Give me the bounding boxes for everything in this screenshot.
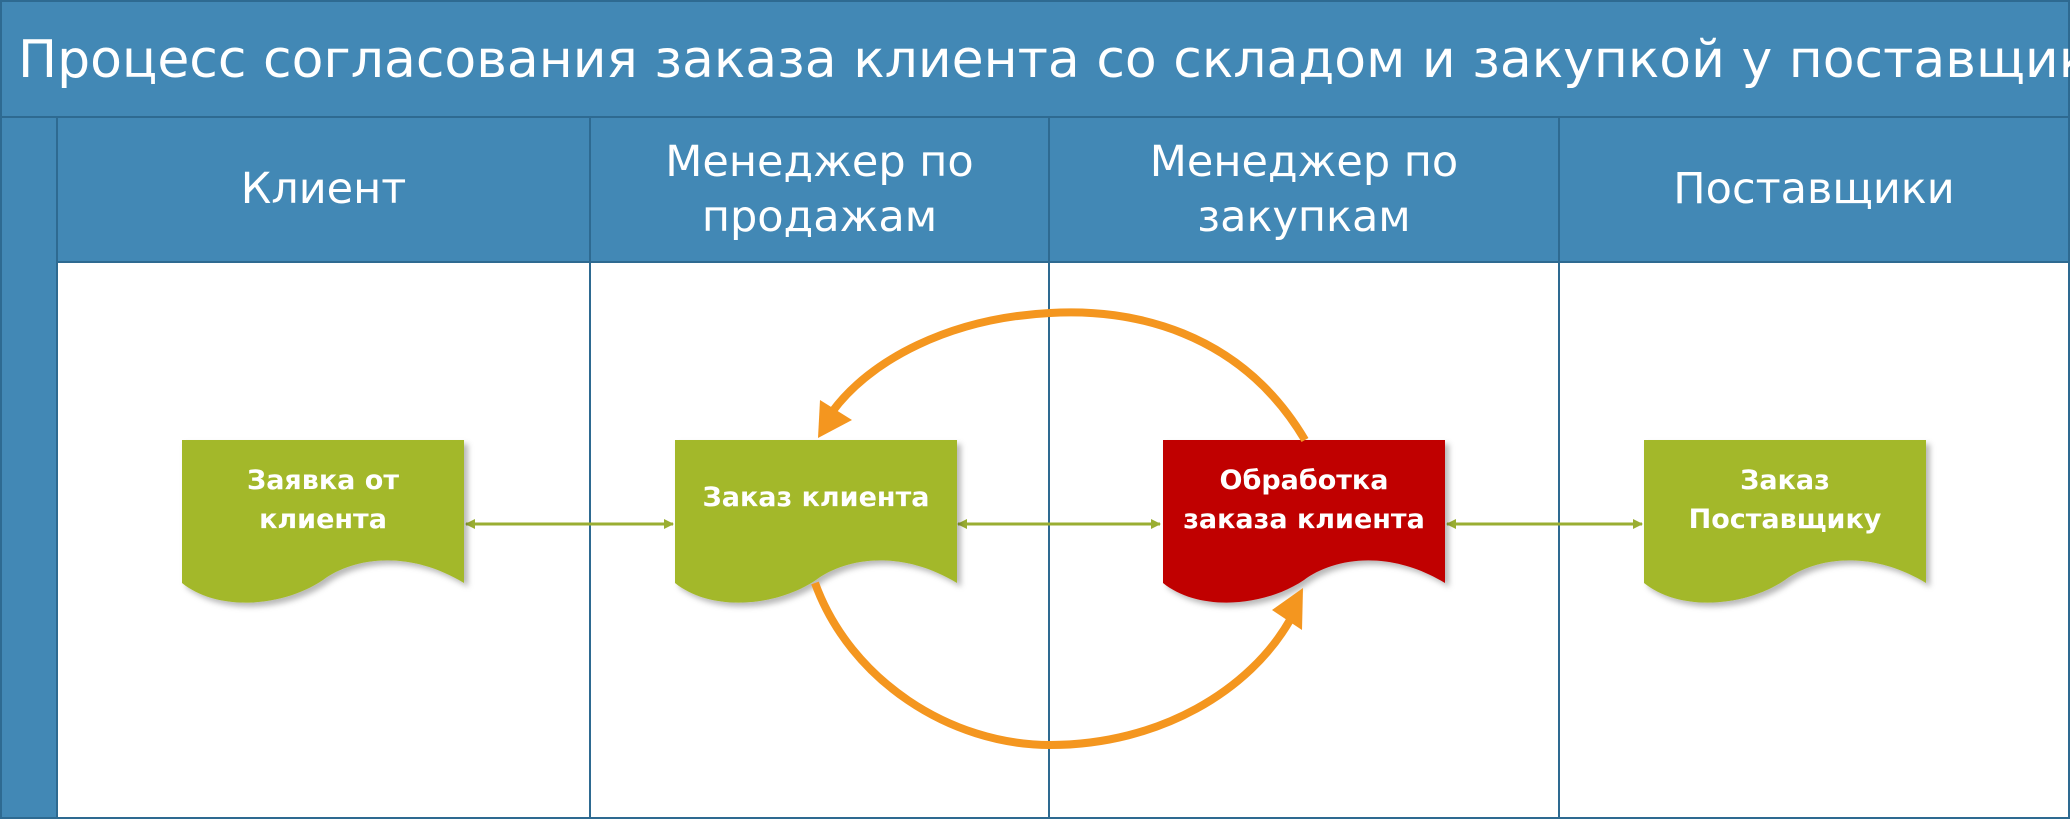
doc-shape-order-processing [1163,440,1445,603]
page-title: Процесс согласования заказа клиента со с… [18,30,2071,90]
doc-shape-client-order [675,440,957,603]
doc-supplier-order: Заказ Поставщику [1688,464,1882,535]
cycle-arrow-top-head [818,400,852,438]
cycle-arrow-bottom-head [1272,588,1303,630]
doc-client-order: Заказ клиента [702,482,930,513]
pool-band [0,116,58,819]
lane-header-client: Клиент [240,164,407,215]
cycle-arrow-top [828,308,1309,443]
doc-shape-client-request [182,440,464,603]
doc-order-processing: Обработка заказа клиента [1183,464,1425,535]
lane-header-row [56,116,2070,263]
cycle-arrow-bottom [811,581,1294,750]
lane-header-suppliers: Поставщики [1673,164,1955,215]
doc-shape-supplier-order [1644,440,1926,603]
doc-client-request: Заявка от клиента [247,464,399,535]
title-bar [0,0,2070,118]
lane-header-purchase-manager: Менеджер по закупкам [1149,136,1459,242]
lane-header-sales-manager: Менеджер по продажам [665,136,974,242]
